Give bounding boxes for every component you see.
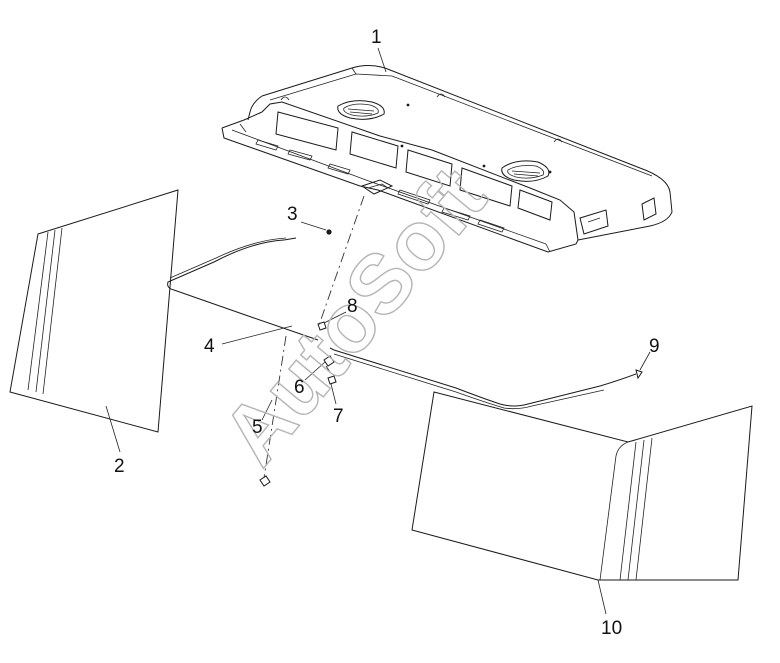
callout-7: 7 [333,406,344,427]
part-2-left-sheet [9,189,179,433]
callout-9: 9 [649,336,660,357]
callout-5: 5 [252,417,263,438]
callout-6: 6 [294,377,305,398]
callout-1: 1 [371,27,382,48]
callout-2: 2 [114,456,125,477]
part-4-left-cable [167,237,319,341]
callout-labels: 1 2 3 4 5 6 7 8 9 10 [114,27,660,639]
callout-4: 4 [204,336,215,357]
part-7-clip [327,375,337,385]
part-5-clip [259,475,271,487]
callout-3: 3 [287,204,298,225]
part-1-parcel-shelf [221,65,673,253]
part-9-right-cable [329,347,643,410]
part-8-clip [317,321,327,331]
part-3-clip [326,229,332,235]
assembly-line-lower [263,335,287,479]
leader-lines [105,47,651,615]
callout-8: 8 [347,296,358,317]
part-6-clip [323,355,335,373]
part-10-right-sheet [411,391,753,581]
callout-10: 10 [601,618,622,639]
assembly-line-upper [317,195,365,329]
